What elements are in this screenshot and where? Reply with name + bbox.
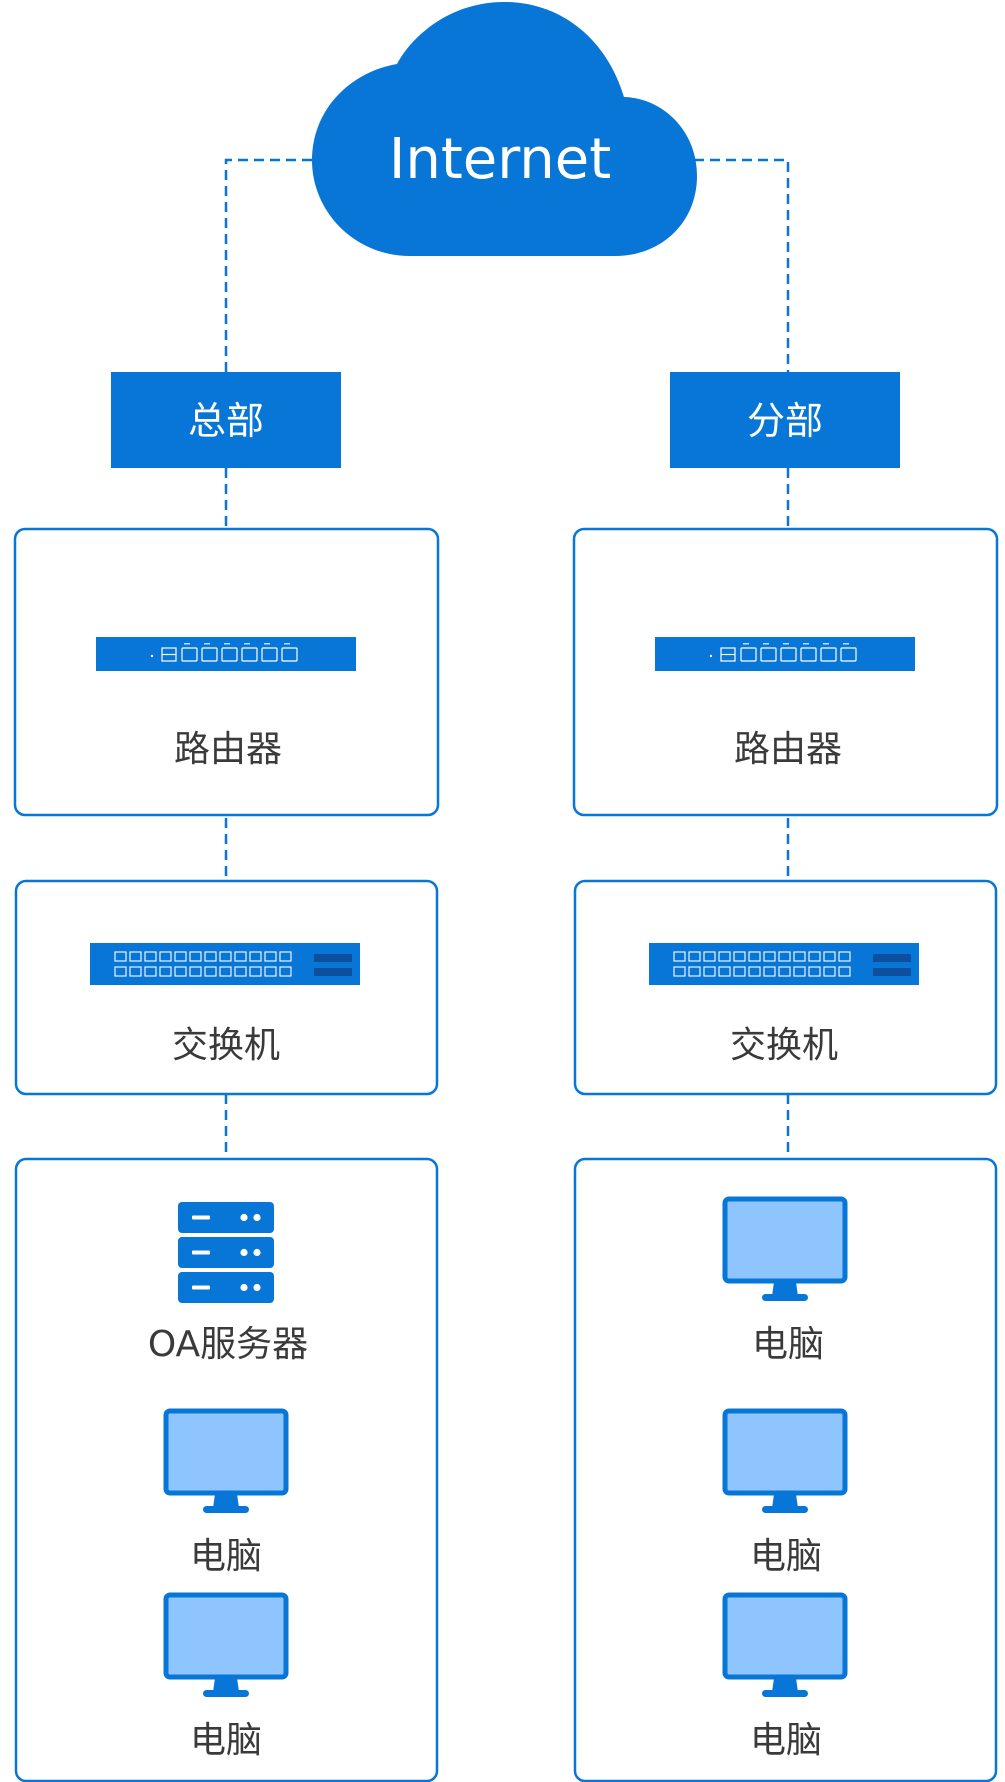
switch-panel-branch: 交换机: [573, 879, 998, 1096]
router-panel-branch: 路由器: [572, 527, 999, 817]
link-internet-branch: [694, 158, 790, 372]
cloud-icon: [312, 2, 697, 256]
device-label: 电脑: [190, 1536, 262, 1577]
internet-cloud: Internet: [312, 2, 697, 256]
server-icon: [178, 1202, 274, 1303]
router-label: 路由器: [174, 729, 282, 770]
switch-icon: [90, 943, 360, 985]
router-label: 路由器: [734, 729, 842, 770]
site-label: 分部: [747, 399, 823, 443]
device-label: 电脑: [190, 1720, 262, 1761]
router-icon: [95, 636, 357, 672]
device-label: 电脑: [752, 1324, 824, 1365]
device-label: 电脑: [750, 1536, 822, 1577]
cloud-label: Internet: [389, 127, 611, 192]
device-label: OA服务器: [148, 1324, 308, 1365]
switch-label: 交换机: [730, 1025, 838, 1066]
devices-panel-branch: 电脑 电脑 电脑: [573, 1157, 998, 1782]
connectors: [224, 158, 790, 1158]
link-internet-hq: [224, 158, 312, 372]
switch-label: 交换机: [172, 1025, 280, 1066]
router-panel-hq: 路由器: [13, 527, 440, 817]
site-header-hq: 总部: [111, 372, 341, 468]
site-label: 总部: [188, 399, 264, 443]
switch-panel-hq: 交换机: [14, 879, 439, 1096]
switch-icon: [649, 943, 919, 985]
site-header-branch: 分部: [670, 372, 900, 468]
router-icon: [654, 636, 916, 672]
device-label: 电脑: [750, 1720, 822, 1761]
devices-panel-hq: OA服务器 电脑 电脑: [14, 1157, 439, 1782]
